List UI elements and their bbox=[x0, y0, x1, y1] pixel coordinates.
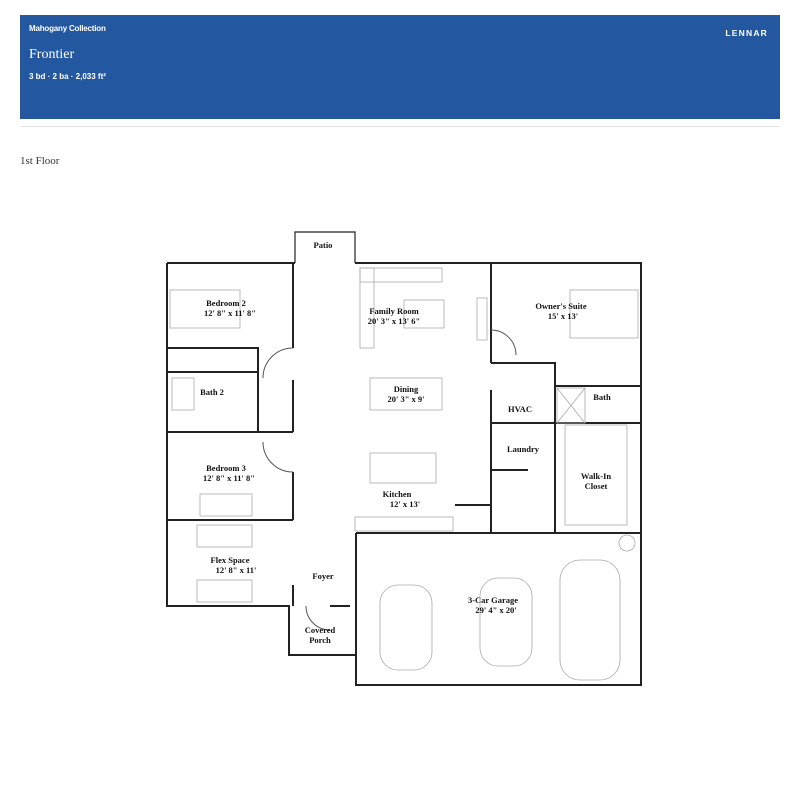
furniture bbox=[169, 267, 639, 681]
label-walk-in: Walk-In bbox=[581, 471, 612, 481]
label-flex-space: Flex Space bbox=[211, 555, 250, 565]
label-patio: Patio bbox=[314, 240, 333, 250]
size-kitchen: 12' x 13' bbox=[390, 499, 420, 509]
size-flex-space: 12' 8" x 11' bbox=[216, 565, 257, 575]
label-covered: Covered bbox=[305, 625, 336, 635]
label-owners-suite: Owner's Suite bbox=[535, 301, 586, 311]
label-bedroom2: Bedroom 2 bbox=[206, 298, 246, 308]
size-garage: 29' 4" x 20' bbox=[475, 605, 516, 615]
doors bbox=[262, 329, 517, 631]
size-bedroom2: 12' 8" x 11' 8" bbox=[204, 308, 256, 318]
label-porch: Porch bbox=[309, 635, 331, 645]
size-dining: 20' 3" x 9' bbox=[387, 394, 424, 404]
label-laundry: Laundry bbox=[507, 444, 540, 454]
label-dining: Dining bbox=[394, 384, 419, 394]
brand-logo: LENNAR bbox=[725, 28, 768, 38]
size-owners-suite: 15' x 13' bbox=[548, 311, 578, 321]
header-divider bbox=[20, 126, 780, 127]
plan-header: Mahogany Collection Frontier 3 bd · 2 ba… bbox=[20, 15, 780, 119]
plan-specs: 3 bd · 2 ba · 2,033 ft² bbox=[29, 72, 106, 81]
label-bath2: Bath 2 bbox=[200, 387, 224, 397]
label-bedroom3: Bedroom 3 bbox=[206, 463, 246, 473]
collection-name: Mahogany Collection bbox=[29, 24, 106, 33]
size-bedroom3: 12' 8" x 11' 8" bbox=[203, 473, 255, 483]
label-kitchen: Kitchen bbox=[383, 489, 412, 499]
label-foyer: Foyer bbox=[312, 571, 333, 581]
label-bath: Bath bbox=[593, 392, 611, 402]
floor-label: 1st Floor bbox=[20, 155, 60, 167]
room-labels: Patio Bedroom 2 12' 8" x 11' 8" Family R… bbox=[200, 240, 611, 645]
label-family-room: Family Room bbox=[369, 306, 418, 316]
plan-title: Frontier bbox=[29, 47, 75, 62]
label-closet: Closet bbox=[585, 481, 608, 491]
label-hvac: HVAC bbox=[508, 404, 532, 414]
label-garage: 3-Car Garage bbox=[468, 595, 518, 605]
size-family-room: 20' 3" x 13' 6" bbox=[368, 316, 420, 326]
